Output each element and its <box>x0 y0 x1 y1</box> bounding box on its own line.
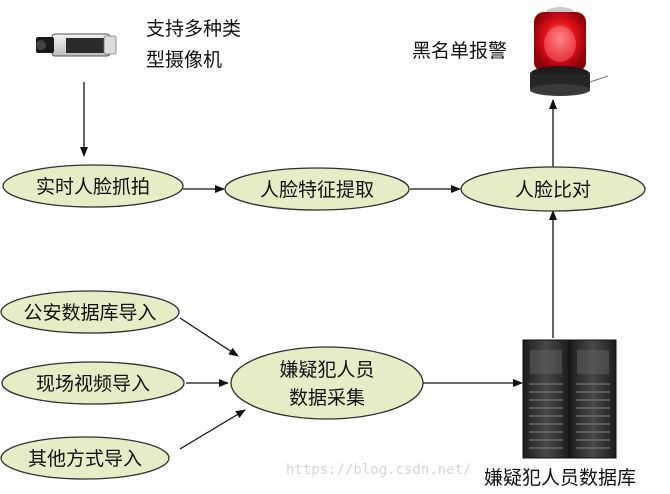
node-other-import: 其他方式导入 <box>0 436 170 480</box>
arrow-police-import-to-collection <box>179 317 239 357</box>
node-realtime-capture-label: 实时人脸抓拍 <box>36 176 150 198</box>
camera-icon <box>36 33 117 57</box>
node-other-import-label: 其他方式导入 <box>28 448 142 470</box>
node-face-comparison-label: 人脸比对 <box>515 179 591 201</box>
server-rack-icon <box>522 339 617 459</box>
node-suspect-collection-label-line-2: 数据采集 <box>289 387 365 409</box>
node-suspect-collection-label-line-1: 嫌疑犯人员 <box>279 359 374 381</box>
watermark-text: https://blog.csdn.net/ <box>286 462 471 478</box>
alarm-light-icon <box>530 7 609 96</box>
camera-caption-line-1: 支持多种类 <box>146 18 241 40</box>
server-caption: 嫌疑犯人员数据库 <box>484 467 636 489</box>
arrow-other-import-to-collection <box>179 409 246 450</box>
node-suspect-collection: 嫌疑犯人员 数据采集 <box>230 346 424 420</box>
node-realtime-capture: 实时人脸抓拍 <box>2 164 184 208</box>
node-scene-video-import: 现场视频导入 <box>1 361 185 405</box>
node-police-db-import-label: 公安数据库导入 <box>23 302 156 324</box>
node-feature-extraction-label: 人脸特征提取 <box>260 179 374 201</box>
camera-caption-line-2: 型摄像机 <box>146 49 222 71</box>
node-police-db-import: 公安数据库导入 <box>0 290 180 334</box>
alarm-caption: 黑名单报警 <box>412 40 507 62</box>
node-face-comparison: 人脸比对 <box>460 166 646 212</box>
node-feature-extraction: 人脸特征提取 <box>224 167 410 211</box>
node-scene-video-import-label: 现场视频导入 <box>36 373 150 395</box>
